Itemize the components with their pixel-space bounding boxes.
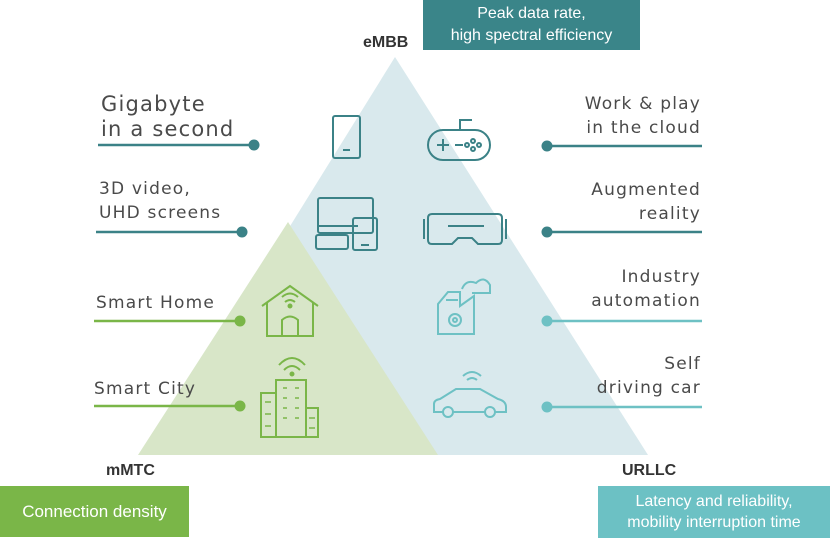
label-smart-home: Smart Home: [96, 291, 215, 315]
smart-home-icon: [261, 284, 319, 337]
label-3d-video-line1: 3D video,: [99, 179, 191, 199]
label-3d-video: 3D video, UHD screens: [99, 177, 221, 225]
mmtc-label: mMTC: [106, 462, 155, 479]
label-3d-video-line2: UHD screens: [99, 203, 222, 223]
embb-requirement-box: Peak data rate, high spectral efficiency: [423, 0, 640, 50]
label-industry-automation: Industry automation: [591, 265, 701, 313]
label-gigabyte-line1: Gigabyte: [101, 92, 206, 116]
label-smart-city-line1: Smart City: [94, 379, 197, 399]
mmtc-requirement-text: Connection density: [22, 502, 167, 521]
embb-requirement-line2: high spectral efficiency: [450, 27, 613, 44]
label-work-play: Work & play in the cloud: [585, 92, 701, 140]
smartphone-icon: [332, 115, 361, 159]
mmtc-requirement-box: Connection density: [0, 486, 189, 537]
right-connectors: [541, 140, 702, 413]
label-industry-automation-line1: Industry: [621, 267, 701, 287]
mmtc-triangle: [138, 222, 438, 455]
urllc-requirement-line2: mobility interruption time: [627, 514, 801, 531]
label-self-driving-line1: Self: [664, 354, 701, 374]
embb-requirement-line1: Peak data rate,: [477, 5, 586, 22]
urllc-requirement-line1: Latency and reliability,: [635, 493, 793, 510]
label-augmented-reality: Augmented reality: [591, 178, 701, 226]
gamepad-icon: [427, 119, 491, 161]
label-gigabyte-line2: in a second: [101, 117, 235, 141]
label-gigabyte: Gigabyte in a second: [101, 92, 234, 142]
connected-car-icon: [433, 371, 507, 418]
factory-icon: [437, 278, 491, 335]
label-work-play-line1: Work & play: [584, 94, 701, 114]
label-self-driving: Self driving car: [597, 352, 701, 400]
devices-icon: [315, 197, 378, 251]
label-industry-automation-line2: automation: [591, 291, 701, 311]
embb-label: eMBB: [363, 34, 409, 51]
label-augmented-reality-line1: Augmented: [591, 180, 701, 200]
label-smart-city: Smart City: [94, 377, 196, 401]
left-connectors: [94, 139, 260, 412]
urllc-requirement-box: Latency and reliability, mobility interr…: [598, 486, 830, 538]
label-work-play-line2: in the cloud: [586, 118, 701, 138]
label-augmented-reality-line2: reality: [638, 204, 701, 224]
vr-headset-icon: [423, 213, 507, 245]
label-self-driving-line2: driving car: [596, 378, 701, 398]
urllc-label: URLLC: [622, 462, 677, 479]
smart-city-icon: [260, 357, 319, 438]
label-smart-home-line1: Smart Home: [96, 293, 216, 313]
